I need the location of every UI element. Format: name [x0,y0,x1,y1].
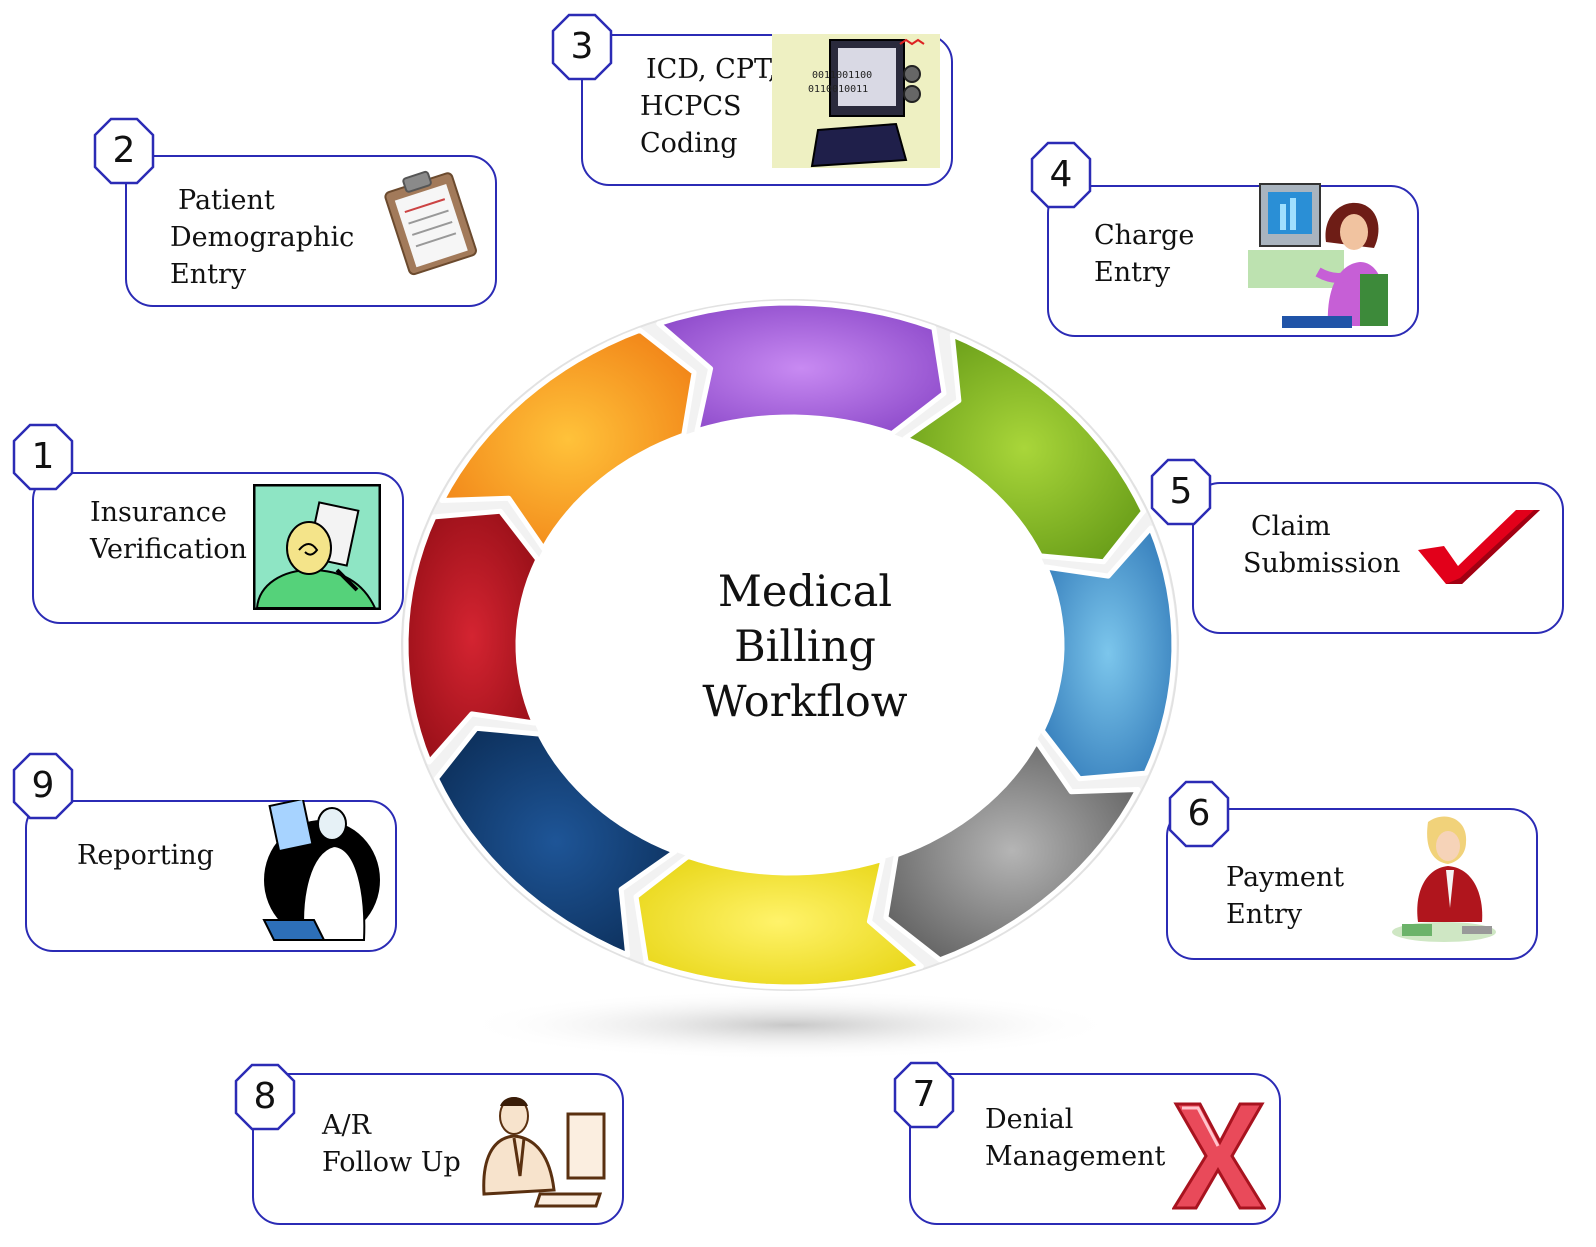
center-title-line-3: Workflow [702,677,908,727]
step-4-label-line-2: Entry [1094,257,1171,288]
step-5-label-line-1: Claim [1251,511,1331,542]
clipboard-icon [384,170,477,276]
step-6-label: Payment Entry [1226,859,1344,933]
step-1-label: Insurance Verification [90,494,247,568]
ring-segment-yellow [633,853,924,990]
step-2-label-line-2: Demographic [170,222,355,253]
step-9-label-line-1: Reporting [77,840,214,871]
step-1-badge: 1 [12,423,74,491]
step-5-box [1192,482,1564,634]
ring-segment-green [902,332,1146,565]
ring-segment-navy [434,725,678,958]
step-2-label: Patient Demographic Entry [170,182,354,293]
step-3-badge: 3 [551,13,613,81]
step-4-number: 4 [1049,154,1073,195]
step-4-label-line-1: Charge [1094,220,1195,251]
step-5-label: Claim Submission [1243,508,1400,582]
step-4-badge: 4 [1030,141,1092,209]
step-8-badge: 8 [234,1063,296,1131]
ring-segment-red [403,508,541,765]
step-3-label-line-2: HCPCS [640,91,742,122]
step-8-label: A/R Follow Up [322,1107,461,1181]
doctor-patient-icon [253,484,381,610]
step-9-label: Reporting [77,837,214,874]
step-1-number: 1 [31,436,55,477]
step-3-label: ICD, CPT, HCPCS Coding [640,51,777,162]
step-1-label-line-1: Insurance [90,497,227,528]
step-8-label-line-2: Follow Up [322,1147,461,1178]
step-9-number: 9 [31,765,55,806]
center-title-line-2: Billing [734,622,876,672]
step-3-label-line-1: ICD, CPT, [646,54,777,85]
center-title-line-1: Medical [717,567,893,617]
step-7-number: 7 [912,1074,936,1115]
red-x-icon [1172,1102,1266,1210]
ring-segments [403,300,1177,990]
step-6-number: 6 [1187,793,1211,834]
ring-segment-blue [1039,525,1177,782]
step-2-label-line-3: Entry [170,259,247,290]
step-2-number: 2 [112,130,136,171]
svg-text:0011001100: 0011001100 [812,70,872,81]
step-3-number: 3 [570,26,594,67]
man-at-computer-icon [482,1097,606,1208]
step-7-badge: 7 [893,1061,955,1129]
step-2-badge: 2 [93,117,155,185]
step-9-badge: 9 [12,752,74,820]
computer-coding-icon: 0011001100 0110010011 [772,34,940,168]
step-5-label-line-2: Submission [1243,548,1401,579]
ring-segment-purple [656,300,947,437]
step-2-label-line-1: Patient [178,185,275,216]
step-7-label-line-2: Management [985,1141,1166,1172]
step-5-badge: 5 [1150,458,1212,526]
step-4-label: Charge Entry [1094,217,1194,291]
ring-shadow [460,990,1120,1060]
step-8-label-line-1: A/R [322,1110,371,1141]
step-6-label-line-1: Payment [1226,862,1345,893]
step-8-number: 8 [253,1076,277,1117]
step-7-label-line-1: Denial [985,1104,1074,1135]
step-7-label: Denial Management [985,1101,1165,1175]
step-6-label-line-2: Entry [1226,899,1303,930]
center-title: Medical Billing Workflow [640,565,970,730]
svg-text:0110010011: 0110010011 [808,84,868,95]
step-5-number: 5 [1169,471,1193,512]
doctor-reading-report-icon [262,800,380,941]
step-6-badge: 6 [1168,780,1230,848]
step-3-label-line-3: Coding [640,128,738,159]
woman-at-computer-icon [1248,183,1388,328]
woman-counting-money-icon [1392,816,1496,942]
checkmark-icon [1418,510,1540,584]
ring-inner-hole [518,417,1062,873]
step-1-label-line-2: Verification [90,534,247,565]
